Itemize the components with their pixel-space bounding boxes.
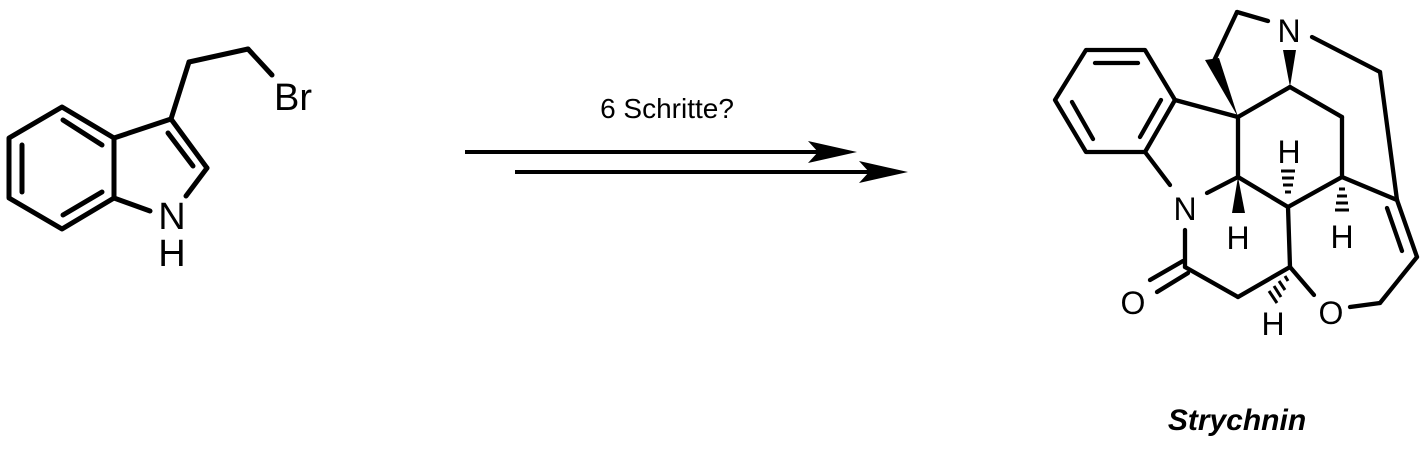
arrow-head-upper [808,141,857,163]
ether-oxygen-label: O [1319,295,1344,331]
hydrogen-label: H [1261,306,1284,342]
hydrogen-label: H [1330,219,1353,255]
hashed-bond [1281,169,1295,194]
hashed-bond [1335,187,1349,212]
arrow-head-lower [859,161,908,183]
reactant-molecule: Br N H [6,46,312,275]
indole-nitrogen-label: N [158,196,185,238]
bromine-label: Br [274,77,312,119]
wedge-bond [1205,58,1238,117]
wedge-bond [1232,177,1245,213]
reactant-bonds [6,46,275,232]
product-bonds [1052,9,1420,310]
indole-nh-hydrogen-label: H [158,233,185,275]
product-name-label: Strychnin [1168,404,1306,437]
amide-nitrogen-label: N [1173,191,1196,227]
reaction-condition-label: 6 Schritte? [600,93,734,124]
reaction-arrow: 6 Schritte? [465,93,908,183]
wedge-bond [1283,50,1296,87]
hashed-bond [1267,275,1290,304]
carbonyl-oxygen-label: O [1121,285,1146,321]
hydrogen-label: H [1226,220,1249,256]
amine-nitrogen-label: N [1277,13,1300,49]
hydrogen-label: H [1277,134,1300,170]
product-molecule: N N O O H H H H Strychnin [1052,9,1420,437]
